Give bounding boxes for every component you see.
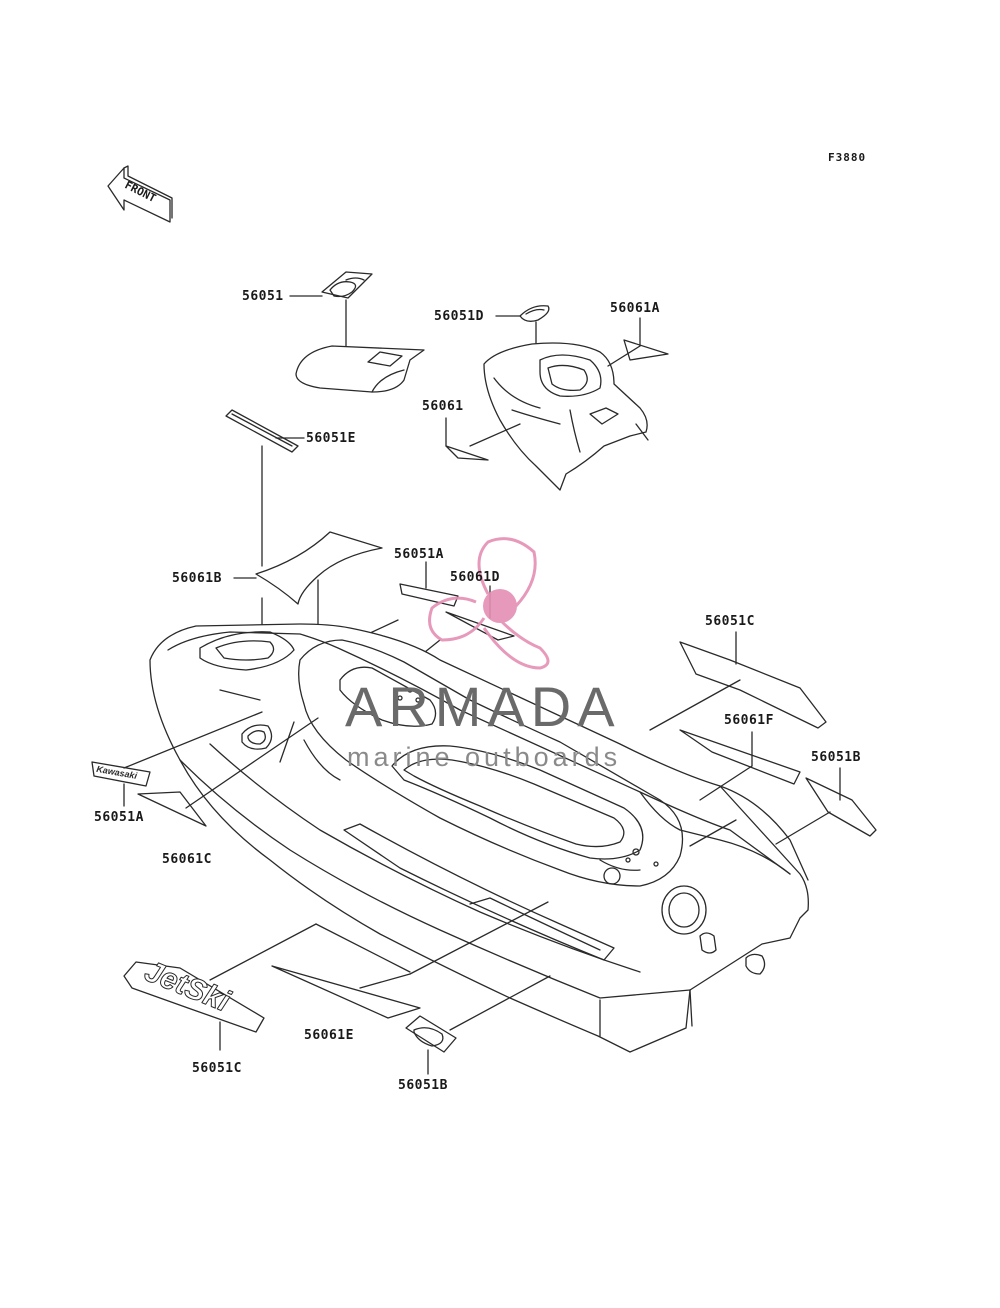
label-56051A-mid: 56051A: [394, 547, 444, 562]
decal-56061C-icon: [137, 791, 207, 827]
label-56061B: 56061B: [172, 571, 222, 586]
seat-cover-part: [295, 345, 425, 393]
watermark-subtitle: marine outboards: [347, 742, 622, 772]
hood-cover-part: [483, 342, 649, 491]
decal-56061B-icon: [255, 531, 383, 605]
label-56061E: 56061E: [304, 1028, 354, 1043]
label-56061C: 56061C: [162, 852, 212, 867]
decal-jetski-icon: JetSki: [123, 954, 265, 1033]
label-56051A-left: 56051A: [94, 810, 144, 825]
decal-56051B-right-icon: [805, 777, 877, 837]
front-arrow-icon: FRONT: [107, 165, 173, 223]
decal-56051-icon: [321, 271, 373, 299]
decal-56051E-icon: [225, 409, 299, 453]
label-56051C-right: 56051C: [705, 614, 755, 629]
decal-56051A-mid-icon: [399, 583, 459, 607]
decal-56051C-right-icon: [679, 641, 827, 729]
label-56051-top: 56051: [242, 289, 284, 304]
label-56061D: 56061D: [450, 570, 500, 585]
decal-56061E-icon: [271, 965, 421, 1019]
label-56051B-bottom: 56051B: [398, 1078, 448, 1093]
decal-56061-icon: [445, 445, 489, 461]
label-56051E: 56051E: [306, 431, 356, 446]
label-56051C-bottom: 56051C: [192, 1061, 242, 1076]
decal-56061A-icon: [623, 339, 669, 361]
hull-body-part: [149, 623, 809, 1053]
decal-56051B-bottom-icon: [405, 1015, 457, 1053]
label-56061A: 56061A: [610, 301, 660, 316]
figure-reference: F3880: [828, 151, 867, 164]
label-56051B-right: 56051B: [811, 750, 861, 765]
label-56061: 56061: [422, 399, 464, 414]
watermark-title: ARMADA: [345, 675, 621, 738]
decal-kawasaki-icon: Kawasaki: [91, 761, 151, 787]
jetski-decal-text: JetSki: [140, 955, 235, 1019]
decal-56061F-icon: [679, 729, 801, 785]
decal-56051D-icon: [519, 305, 550, 322]
armada-propeller-logo-icon: [428, 537, 550, 670]
label-56051D-top: 56051D: [434, 309, 484, 324]
label-56061F: 56061F: [724, 713, 774, 728]
